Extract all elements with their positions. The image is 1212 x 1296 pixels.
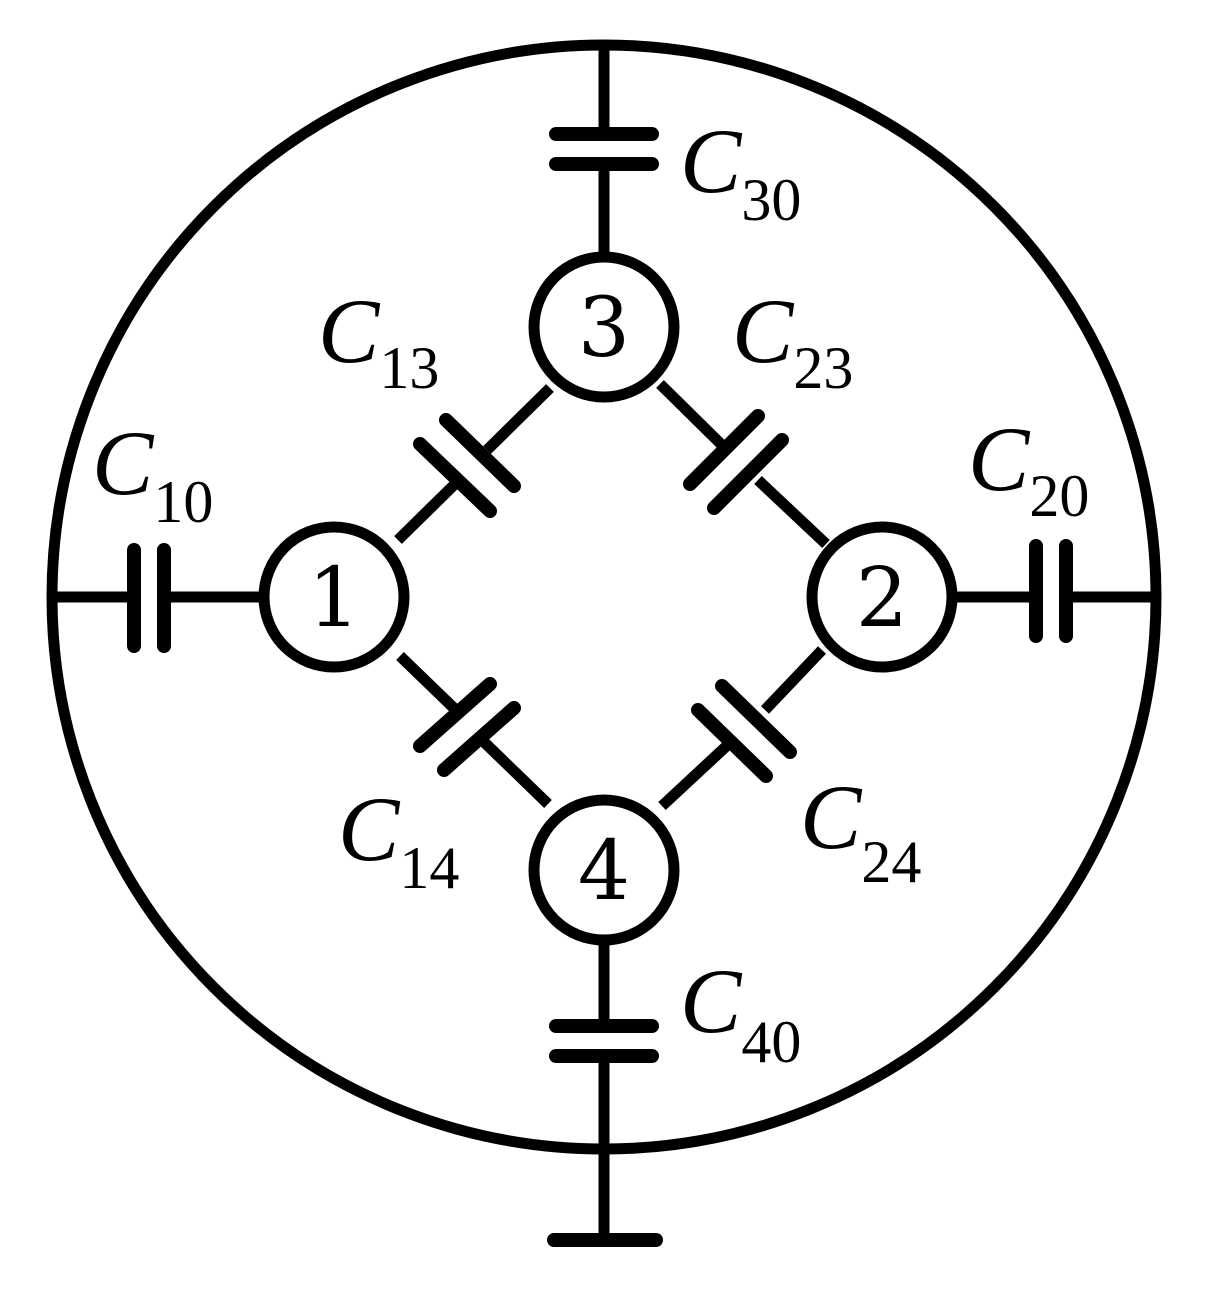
node-4-label: 4 [578, 824, 630, 919]
label-c10: C10 [92, 412, 213, 535]
node-4: 4 [528, 794, 680, 946]
capacitor-c14 [396, 652, 552, 808]
node-3-label: 3 [578, 281, 630, 376]
capacitor-c10 [52, 543, 262, 653]
capacitor-c40 [549, 938, 659, 1240]
label-c30: C30 [680, 110, 801, 233]
node-1: 1 [258, 521, 410, 673]
capacitor-c24 [658, 646, 826, 811]
node-2: 2 [806, 521, 958, 673]
node-1-label: 1 [308, 551, 360, 646]
node-2-label: 2 [856, 551, 908, 646]
label-c24: C24 [800, 766, 921, 895]
label-c13: C13 [318, 280, 439, 401]
label-c20: C20 [968, 408, 1089, 529]
label-c40: C40 [680, 950, 801, 1075]
label-c14: C14 [338, 778, 459, 901]
capacitor-c13 [394, 384, 554, 544]
capacitor-c23 [656, 380, 830, 549]
capacitor-c30 [549, 45, 659, 258]
capacitor-c20 [952, 539, 1158, 643]
label-c23: C23 [732, 280, 853, 401]
node-3: 3 [528, 251, 680, 403]
